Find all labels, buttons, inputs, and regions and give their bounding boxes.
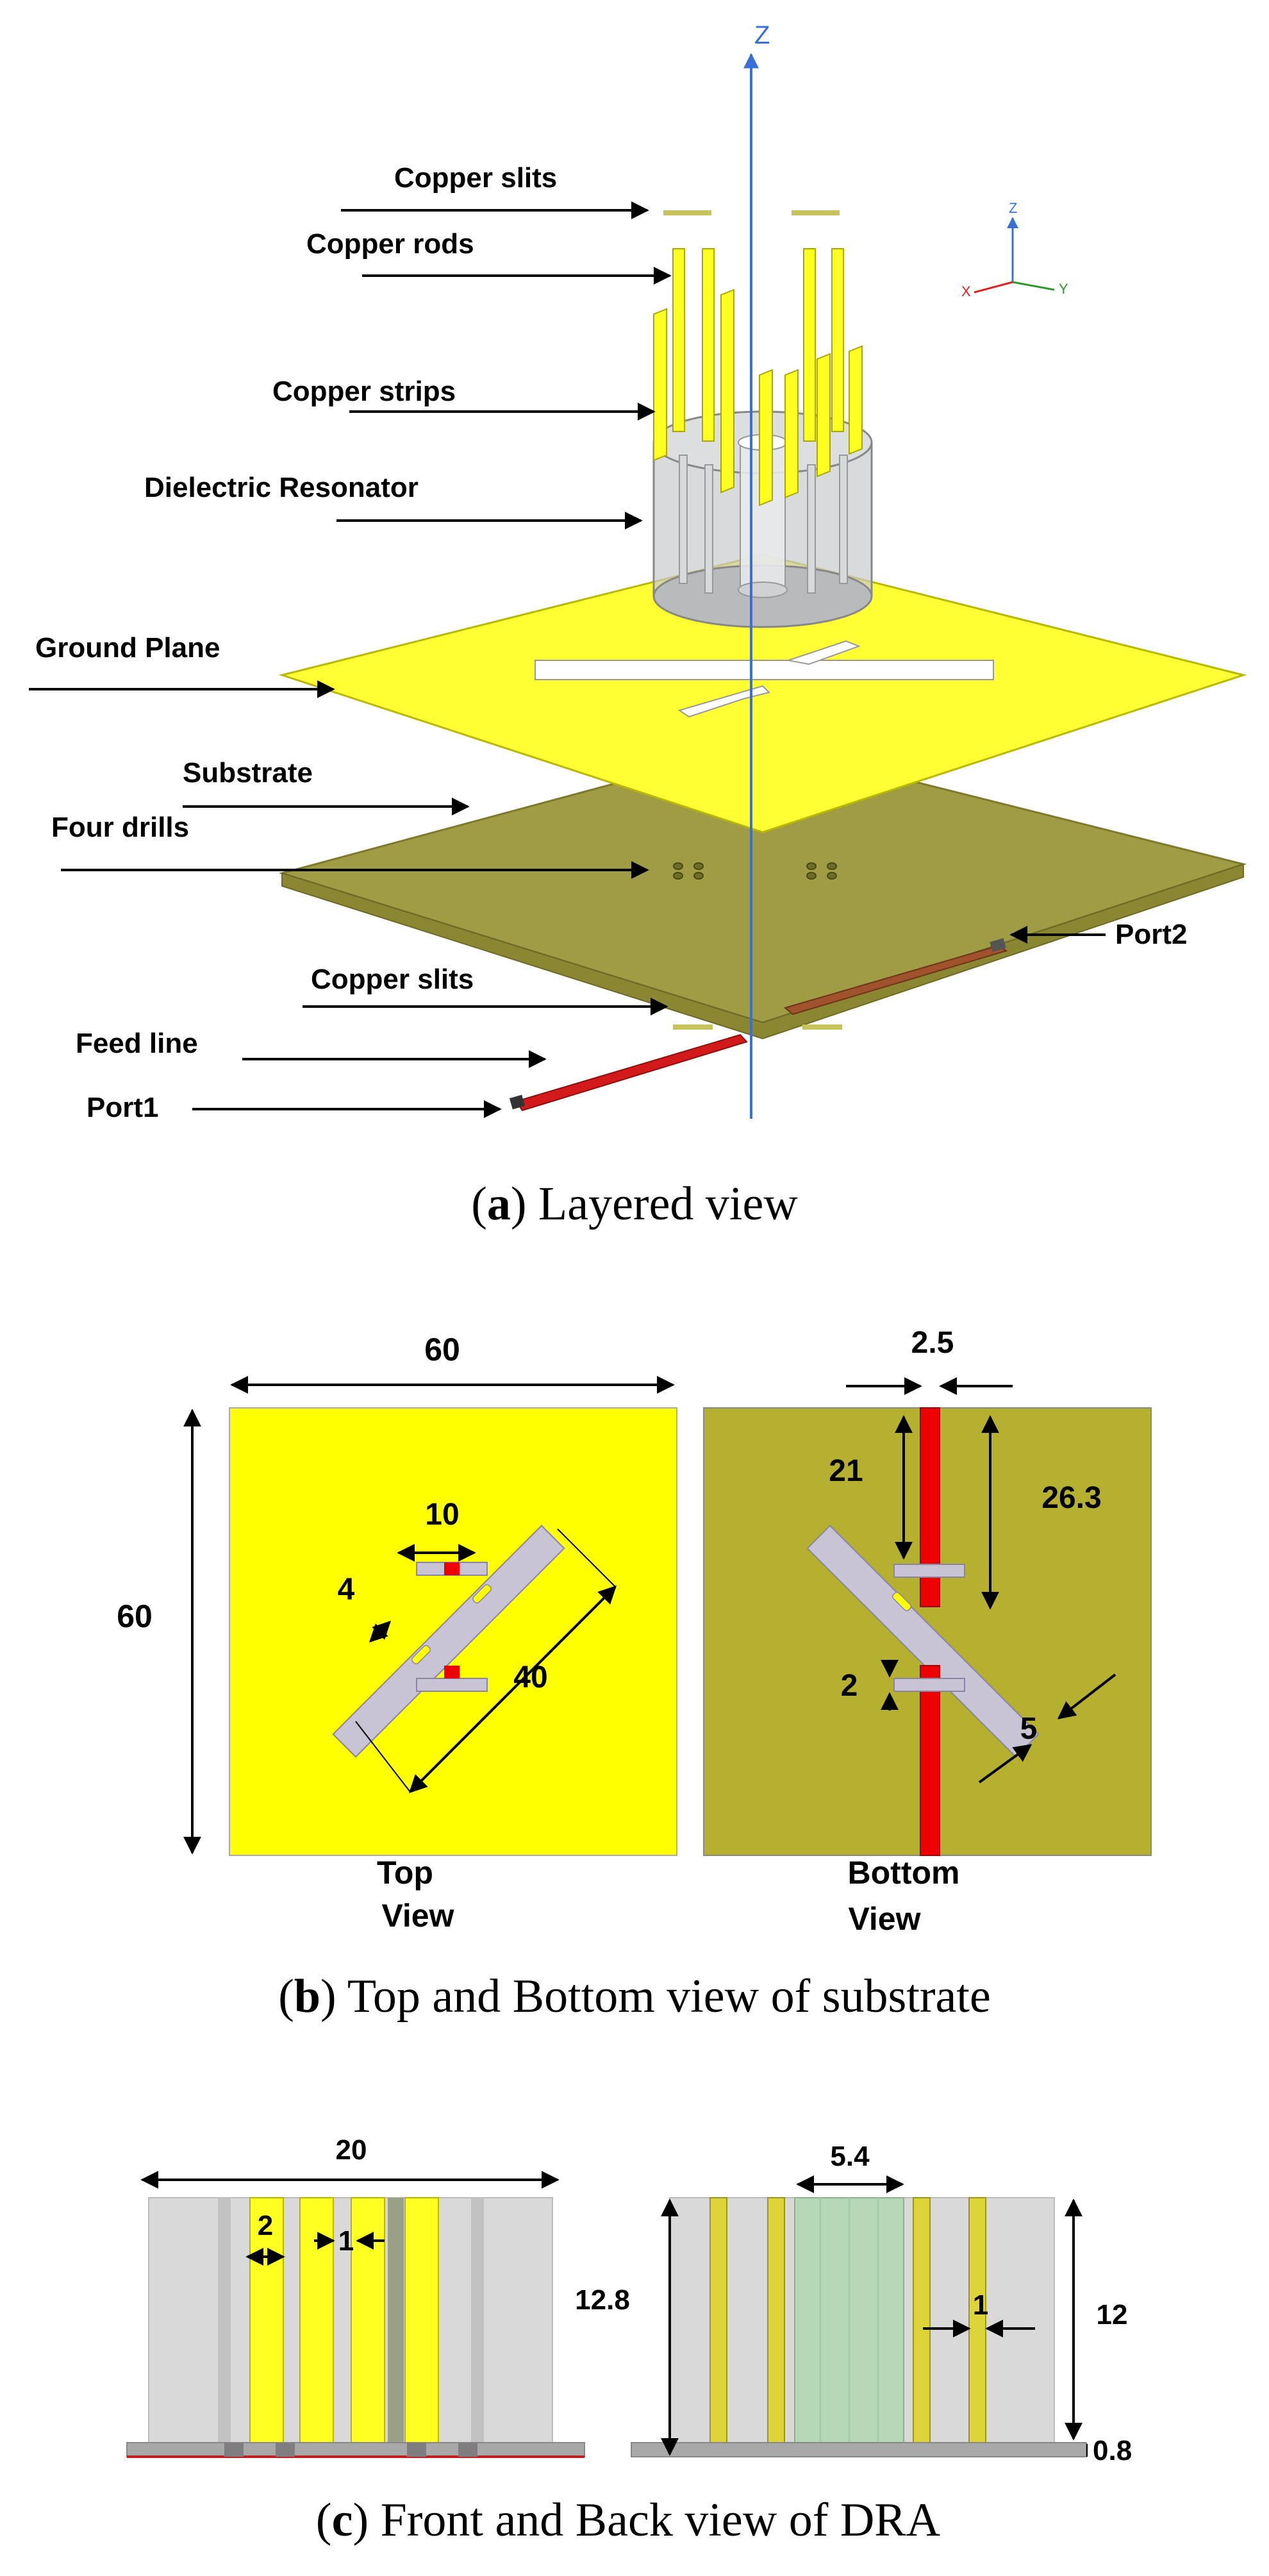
dim-1-front: 1 [338,2225,354,2257]
dim-height-60: 60 [117,1598,153,1634]
label-port2: Port2 [1115,919,1187,950]
dim-10: 10 [425,1498,459,1532]
callouts: Copper slits Copper rods Copper strips D… [29,162,1187,1123]
dim-2-front: 2 [258,2210,273,2241]
dim-20: 20 [336,2134,367,2166]
label-copper-strips: Copper strips [272,376,456,407]
z-axis-label: Z [754,21,770,49]
dimensions-b [183,1376,1116,1855]
dim-5: 5 [1020,1712,1038,1746]
label-dielectric-resonator: Dielectric Resonator [144,472,419,503]
dim-40: 40 [513,1660,547,1694]
top-view-label-2: View [381,1898,454,1934]
caption-c: (c) Front and Back view of DRA [316,2494,940,2547]
port2 [990,938,1006,952]
copper-slit-bottom-left [673,1025,713,1030]
port1 [509,1094,526,1110]
top-slit-lower [416,1678,488,1692]
bottom-view-label-2: View [848,1901,920,1937]
dim-26-3: 26.3 [1041,1481,1101,1515]
dim-12-8: 12.8 [575,2284,630,2316]
port2-feed [783,944,1008,1016]
caption-b: (b) Top and Bottom view of substrate [278,1970,991,2023]
copper-slit-top-right [792,210,840,215]
label-feed-line: Feed line [76,1028,198,1059]
top-slit-lower-red [444,1666,460,1678]
back-copper-strips [709,2197,986,2443]
dim-0-8: 0.8 [1093,2435,1132,2466]
label-substrate: Substrate [183,757,313,789]
label-four-drills: Four drills [51,812,189,843]
feed-line [515,1033,748,1112]
dim-12: 12 [1097,2299,1128,2330]
copper-strips [653,289,863,506]
svg-text:Y: Y [1059,281,1068,297]
axis-triad: Z Y X [961,200,1068,299]
label-copper-rods: Copper rods [306,228,474,260]
dim-5-4: 5.4 [830,2141,870,2172]
copper-slit-top-left [663,210,711,215]
panel-c-front-back-view: 20 2 1 5.4 12.8 1 12 0.8 (c) Front and B… [126,2134,1132,2547]
ground-slot [535,660,994,680]
dim-2-5: 2.5 [911,1326,954,1360]
label-copper-slits-bottom: Copper slits [311,964,474,995]
ground-slot-arm-left [677,685,770,718]
dim-4: 4 [338,1573,355,1607]
svg-text:Z: Z [1009,200,1017,216]
dim-width-60: 60 [424,1332,460,1367]
front-view-substrate [126,2442,585,2457]
svg-text:X: X [961,283,971,299]
panel-b-top-bottom-view: 60 60 10 4 40 2.5 21 26.3 2 5 Top View B… [117,1326,1152,2023]
back-view-substrate [631,2442,1087,2457]
dim-2: 2 [841,1669,858,1703]
top-view-label-1: Top [377,1855,433,1891]
bottom-view-label-1: Bottom [848,1855,960,1891]
label-ground-plane: Ground Plane [35,632,220,664]
copper-slit-bottom-right [802,1025,842,1030]
caption-a: (a) Layered view [471,1178,798,1230]
dim-1-back: 1 [973,2289,988,2321]
panel-a-layered-view: Z Z Y X Copper slits Copper rods Copper … [29,21,1247,1230]
dim-21: 21 [829,1454,863,1488]
label-port1: Port1 [87,1092,158,1123]
bottom-slit-upper [893,1564,965,1578]
four-drills [673,862,837,880]
top-slit-upper-red [444,1562,460,1575]
dimensions-c [140,2171,1088,2457]
copper-rods [672,248,844,442]
bottom-feed-lower [920,1665,940,1856]
substrate-edge [281,863,1244,1040]
label-copper-slits-top: Copper slits [394,162,557,194]
bottom-slit-lower [893,1678,965,1692]
ground-slot-arm-right [786,640,861,665]
